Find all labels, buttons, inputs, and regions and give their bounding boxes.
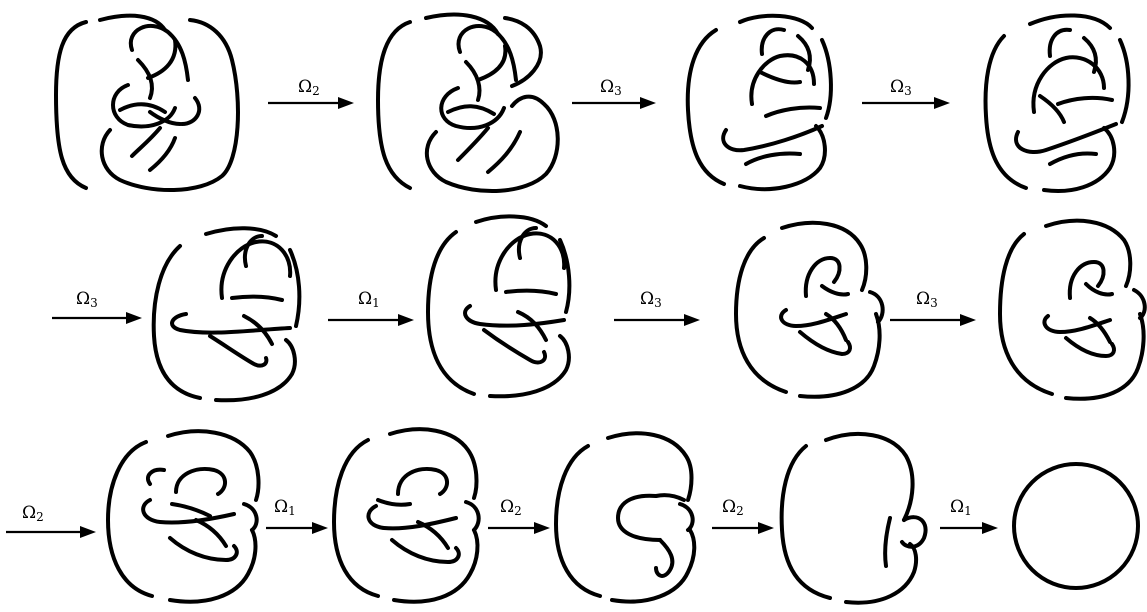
move-arrow-5: Ω1: [328, 289, 414, 326]
move-arrow-6: Ω3: [614, 289, 700, 326]
move-arrow-9: Ω1: [266, 497, 328, 534]
move-label-4: Ω3: [76, 289, 98, 310]
move-arrow-11: Ω2: [712, 497, 774, 534]
knot-diagram-11: [556, 433, 694, 601]
knot-diagram-9: [108, 431, 258, 601]
knot-diagram-2: [378, 15, 558, 192]
move-label-11: Ω2: [722, 497, 744, 518]
move-label-9: Ω1: [274, 497, 296, 518]
move-label-2: Ω3: [600, 77, 622, 98]
knot-diagram-6: [428, 216, 569, 396]
move-label-7: Ω3: [916, 289, 938, 310]
knot-diagram-1: [56, 16, 238, 190]
move-label-1: Ω2: [298, 77, 320, 98]
move-label-3: Ω3: [890, 77, 912, 98]
move-label-5: Ω1: [358, 289, 380, 310]
knot-diagram-8: [1000, 221, 1145, 399]
move-arrow-7: Ω3: [890, 289, 976, 326]
move-arrow-2: Ω3: [572, 77, 656, 109]
move-arrow-3: Ω3: [862, 77, 950, 109]
knot-diagram-7: [736, 223, 883, 397]
knot-diagram-4: [986, 15, 1129, 191]
move-label-10: Ω2: [500, 497, 522, 518]
unknot-circle: [1014, 464, 1138, 588]
knot-diagram-5: [154, 228, 300, 400]
knot-diagram-3: [688, 16, 831, 189]
knot-diagram-10: [334, 429, 479, 601]
move-label-8: Ω2: [22, 503, 44, 524]
move-label-6: Ω3: [640, 289, 662, 310]
move-arrow-4: Ω3: [52, 289, 142, 324]
move-label-12: Ω1: [950, 497, 972, 518]
move-arrow-10: Ω2: [488, 497, 550, 534]
move-arrow-1: Ω2: [268, 77, 354, 109]
move-arrow-8: Ω2: [6, 503, 96, 538]
move-arrow-12: Ω1: [940, 497, 998, 534]
knot-diagram-12: [782, 434, 926, 603]
